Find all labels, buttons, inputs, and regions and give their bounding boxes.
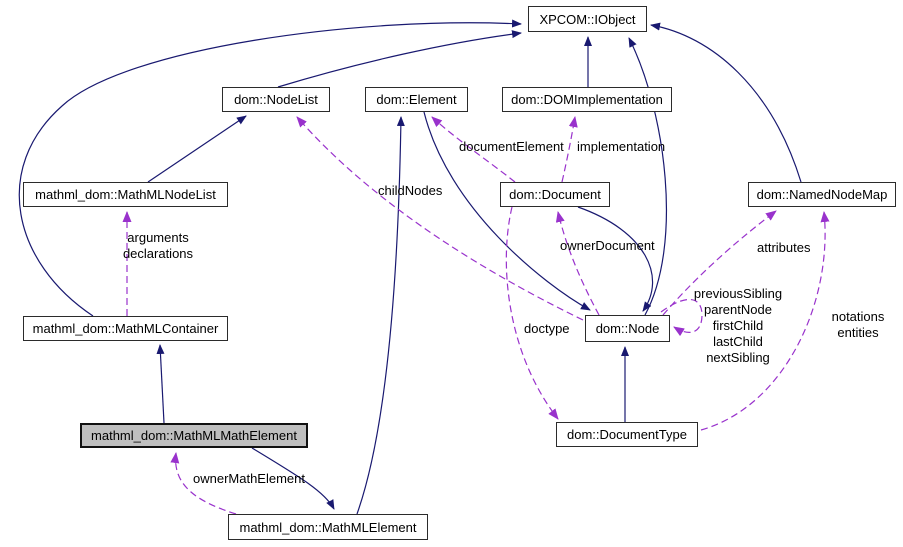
edge-usage-node-to-document [555,211,600,316]
edge-label-first-child: firstChild [712,318,764,333]
edge-label-notations: notations [831,309,885,324]
class-node-mathml-nodelist[interactable]: mathml_dom::MathMLNodeList [23,182,228,207]
edge-label-notations-entities: notations entities [818,309,898,341]
class-node-dom-nodelist[interactable]: dom::NodeList [222,87,330,112]
edge-label-owner-math-element: ownerMathElement [193,471,305,486]
edge-usage-node-to-nodelist [296,116,584,321]
class-node-xpcom-iobject[interactable]: XPCOM::IObject [528,6,647,32]
edge-inheritance-node-to-iobject [628,37,668,316]
edge-label-entities: entities [837,325,879,340]
edge-inheritance-nodelist-to-iobject [277,30,522,88]
edge-inheritance-mathmlnodelist-to-nodelist [147,115,247,183]
class-node-dom-element[interactable]: dom::Element [365,87,468,112]
edge-usage-documenttype-to-namednodemap [700,211,830,431]
edge-label-child-nodes: childNodes [378,183,443,198]
edge-label-implementation: implementation [577,139,666,154]
class-node-mathml-container[interactable]: mathml_dom::MathMLContainer [23,316,228,341]
edge-label-node-self-members: previousSibling parentNode firstChild la… [678,286,798,366]
edge-label-document-element: documentElement [459,139,564,154]
edge-label-previous-sibling: previousSibling [693,286,783,301]
edge-inheritance-mathmathelement-to-mathmlelement [251,447,335,510]
class-node-dom-namednodemap[interactable]: dom::NamedNodeMap [748,182,896,207]
edge-inheritance-mathmathelement-to-container [156,344,165,424]
edge-inheritance-element-to-node [423,111,591,311]
class-node-mathml-element[interactable]: mathml_dom::MathMLElement [228,514,428,540]
edge-usage-document-to-documenttype [505,206,559,420]
edge-label-declarations: declarations [122,246,194,261]
edge-label-parent-node: parentNode [704,302,772,317]
edge-inheritance-document-to-node [577,206,654,312]
edge-usage-mathmlelement-to-mathmathelement [170,452,237,515]
class-node-dom-document[interactable]: dom::Document [500,182,610,207]
edge-inheritance-container-to-iobject [18,19,522,317]
class-node-dom-node[interactable]: dom::Node [585,315,670,342]
class-node-dom-documenttype[interactable]: dom::DocumentType [556,422,698,447]
edge-label-doctype: doctype [524,321,570,336]
class-node-dom-domimplementation[interactable]: dom::DOMImplementation [502,87,672,112]
edge-usage-document-to-element [431,116,516,183]
edge-inheritance-namednodemap-to-iobject [650,22,802,183]
edge-usage-node-to-namednodemap [662,210,777,316]
edge-label-owner-document: ownerDocument [560,238,655,253]
class-node-mathml-mathelement-selected: mathml_dom::MathMLMathElement [80,423,308,448]
edge-label-arguments-declarations: arguments declarations [112,230,204,262]
edge-label-attributes: attributes [757,240,811,255]
edge-inheritance-mathmlelement-to-element [356,116,405,515]
edge-label-last-child: lastChild [713,334,763,349]
edge-usage-node-self-loop [660,298,703,337]
edge-usage-document-to-domimpl [561,116,578,183]
edge-label-arguments: arguments [127,230,189,245]
edge-label-next-sibling: nextSibling [706,350,770,365]
